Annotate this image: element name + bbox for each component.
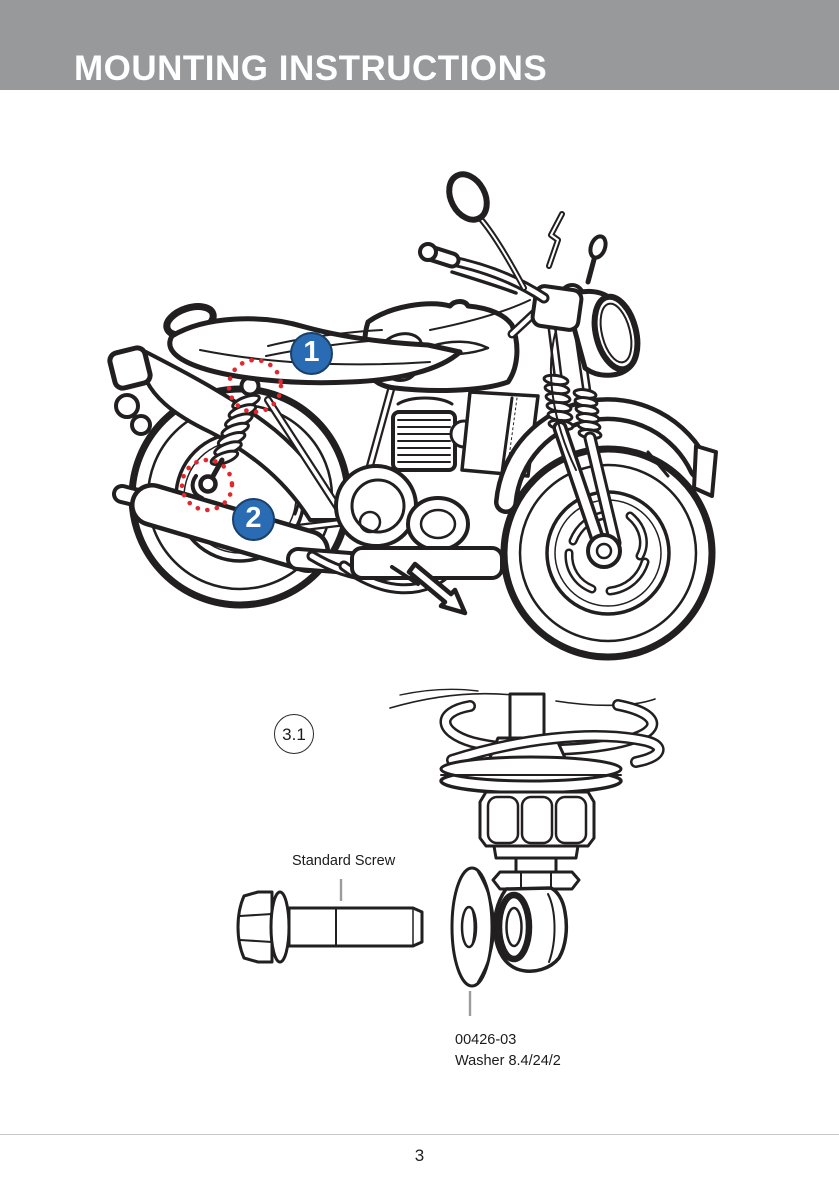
motorcycle-drawing xyxy=(107,171,718,661)
front-fender xyxy=(494,397,718,514)
spring-seat xyxy=(439,755,623,795)
callout-badge-2: 2 xyxy=(232,498,275,541)
header-bar: MOUNTING INSTRUCTIONS xyxy=(0,0,839,90)
hex-adjuster xyxy=(478,790,596,860)
front-fork xyxy=(542,323,622,569)
side-stand-arrow xyxy=(390,561,468,616)
shock-lower-eye xyxy=(491,856,581,973)
standard-screw-label: Standard Screw xyxy=(292,853,396,869)
washer-label: 00426-03 Washer 8.4/24/2 xyxy=(455,1030,561,1072)
callout-1-number: 1 xyxy=(303,336,320,368)
washer-part-number: 00426-03 xyxy=(455,1032,517,1048)
highlight-circle-2 xyxy=(179,457,235,513)
page-title: MOUNTING INSTRUCTIONS xyxy=(74,49,548,88)
detail-ref-circle: 3.1 xyxy=(274,714,314,754)
callout-badge-1: 1 xyxy=(290,332,333,375)
rear-shock xyxy=(190,375,261,500)
standard-screw xyxy=(236,890,424,964)
highlight-circle-1 xyxy=(226,357,284,415)
washer-spec: Washer 8.4/24/2 xyxy=(455,1053,561,1069)
shock-spring xyxy=(439,692,665,768)
page-number: 3 xyxy=(414,1146,425,1165)
washer xyxy=(450,866,495,988)
footer-divider xyxy=(0,1134,839,1135)
detail-diagram-3-1 xyxy=(236,688,665,1016)
handlebar-mirror xyxy=(418,171,608,332)
detail-ref-number: 3.1 xyxy=(282,724,306,744)
callout-2-number: 2 xyxy=(245,502,262,534)
